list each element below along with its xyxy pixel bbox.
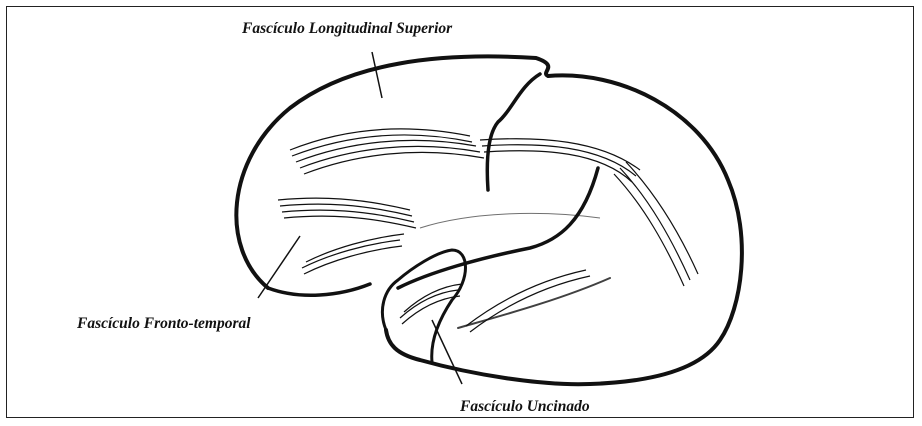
sylvian-fissure [398,168,598,288]
leader-uncinado [432,320,462,384]
brain-outline [236,56,742,384]
temporal-sulcus [458,278,610,328]
leader-superior [372,52,382,98]
uncinate-fibers [400,270,590,332]
fronto-temporal-fibers [278,198,416,274]
central-sulcus [487,74,540,190]
frontal-base-outline [268,284,370,295]
label-uncinado: Fascículo Uncinado [460,398,590,416]
superior-longitudinal-fibers [290,129,698,286]
label-superior-longitudinal: Fascículo Longitudinal Superior [242,20,452,38]
leader-fronto-temporal [258,236,300,298]
label-fronto-temporal: Fascículo Fronto-temporal [77,315,251,333]
